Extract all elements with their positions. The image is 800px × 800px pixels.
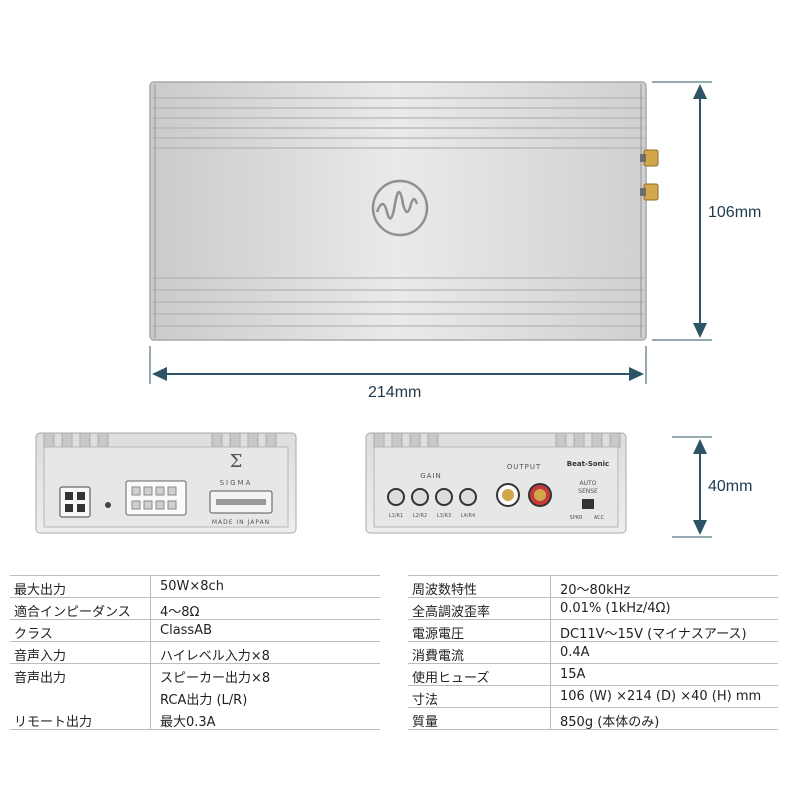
knob-label: L1/R1 bbox=[389, 513, 403, 519]
height-label: 106mm bbox=[708, 204, 762, 221]
knob-label: L4/R4 bbox=[461, 513, 475, 519]
knob-label: L3/R3 bbox=[437, 513, 451, 519]
left-side-panel bbox=[35, 432, 297, 534]
spec-key: リモート出力 bbox=[14, 715, 93, 730]
spec-key: 音声出力 bbox=[14, 671, 67, 686]
spec-key: 最大出力 bbox=[14, 583, 67, 598]
rca-output-jacks bbox=[640, 149, 659, 201]
spec-table: 最大出力 50W×8ch 適合インピーダンス 4〜8Ω クラス ClassAB … bbox=[0, 575, 800, 745]
gain-label: GAIN bbox=[420, 472, 442, 480]
sigma-symbol: Σ bbox=[230, 451, 243, 472]
spec-key: 音声入力 bbox=[14, 649, 67, 664]
spec-key: 使用ヒューズ bbox=[412, 671, 490, 686]
switch-right-label: ACC bbox=[594, 515, 605, 521]
knob-label: L2/R2 bbox=[413, 513, 427, 519]
height-dimension-line bbox=[652, 81, 712, 341]
amplifier-top-view bbox=[149, 81, 712, 384]
switch-left-label: SPKR bbox=[570, 515, 583, 521]
spec-value: 106 (W) ×214 (D) ×40 (H) mm bbox=[560, 689, 762, 704]
auto-label: AUTO bbox=[580, 480, 597, 487]
sigma-text: SIGMA bbox=[220, 479, 253, 487]
spec-value: 850g (本体のみ) bbox=[560, 715, 660, 730]
beat-sonic-logo-icon bbox=[371, 179, 429, 237]
amplifier-panels: Σ SIGMA MADE IN JAPAN GAIN bbox=[35, 432, 712, 538]
width-label: 214mm bbox=[368, 384, 422, 401]
spec-key: クラス bbox=[14, 627, 53, 642]
spec-key: 消費電流 bbox=[412, 649, 465, 664]
spec-value: DC11V〜15V (マイナスアース) bbox=[560, 627, 747, 642]
spec-value: 4〜8Ω bbox=[160, 605, 200, 620]
depth-dimension-line bbox=[672, 436, 712, 538]
made-in-japan: MADE IN JAPAN bbox=[212, 519, 270, 526]
spec-key: 質量 bbox=[412, 715, 439, 730]
spec-key: 全高調波歪率 bbox=[412, 605, 491, 620]
depth-label: 40mm bbox=[708, 478, 753, 495]
width-dimension-line bbox=[149, 346, 647, 384]
spec-value: ClassAB bbox=[160, 623, 213, 638]
spec-value: 0.01% (1kHz/4Ω) bbox=[560, 601, 671, 616]
spec-key: 寸法 bbox=[412, 693, 439, 708]
gain-knobs bbox=[387, 488, 477, 506]
spec-key: 周波数特性 bbox=[412, 583, 478, 598]
spec-value: 15A bbox=[560, 667, 586, 682]
spec-value: 20〜80kHz bbox=[560, 583, 631, 598]
spec-value: 50W×8ch bbox=[160, 579, 224, 594]
spec-value: 0.4A bbox=[560, 645, 590, 660]
spec-value: ハイレベル入力×8 bbox=[160, 649, 270, 664]
maker-label: Beat-Sonic bbox=[567, 460, 609, 468]
spec-key: 適合インピーダンス bbox=[14, 605, 131, 620]
spec-value: RCA出力 (L/R) bbox=[160, 693, 248, 708]
output-label: OUTPUT bbox=[507, 463, 542, 471]
spec-value: スピーカー出力×8 bbox=[160, 671, 271, 686]
spec-key: 電源電圧 bbox=[412, 627, 465, 642]
spec-value: 最大0.3A bbox=[160, 715, 216, 730]
right-side-panel bbox=[365, 432, 627, 534]
rca-jacks-panel bbox=[496, 483, 552, 507]
sense-label: SENSE bbox=[578, 488, 598, 495]
